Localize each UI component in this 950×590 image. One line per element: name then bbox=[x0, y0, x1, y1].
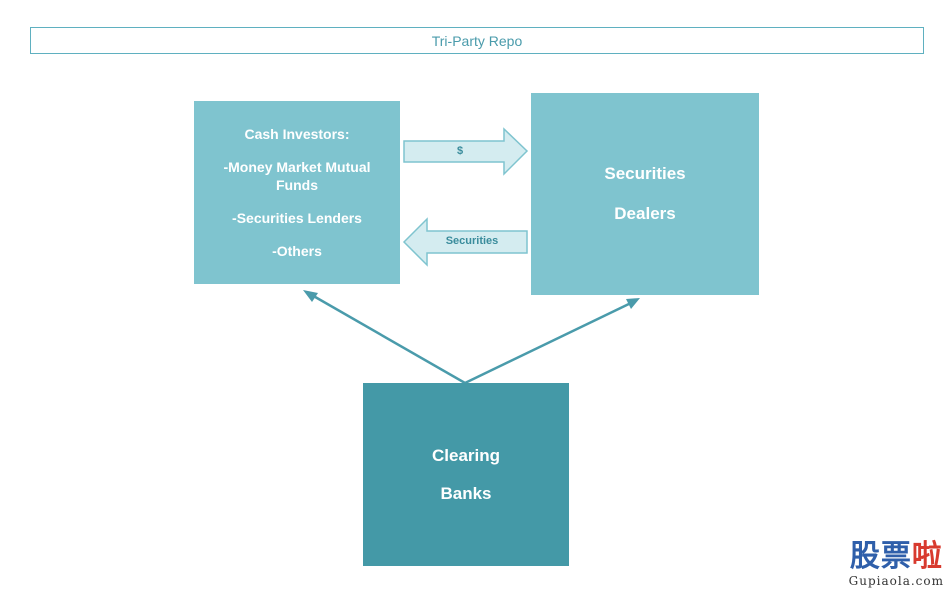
cash-flow-arrow bbox=[403, 127, 529, 176]
cash-investors-box: Cash Investors: -Money Market Mutual Fun… bbox=[194, 101, 400, 284]
clearing-banks-line2: Banks bbox=[440, 483, 492, 503]
cash-investors-item: -Securities Lenders bbox=[232, 210, 362, 226]
clearing-banks-line1: Clearing bbox=[431, 445, 501, 465]
banks-to-cash-arrowhead bbox=[303, 290, 318, 302]
cash-investors-item: -Others bbox=[272, 243, 322, 259]
banks-to-cash-line bbox=[309, 292, 466, 385]
securities-flow-arrow bbox=[402, 217, 528, 267]
watermark-chars-main: 股票 bbox=[849, 539, 912, 574]
watermark-chars: 股票啦 bbox=[849, 540, 944, 574]
securities-dealers-line1: Securities bbox=[604, 164, 686, 183]
watermark-logo: 股票啦 Gupiaola.com bbox=[848, 540, 944, 589]
diagram-title-box: Tri-Party Repo bbox=[30, 27, 924, 54]
watermark-url: Gupiaola.com bbox=[848, 574, 944, 588]
cash-investors-heading: Cash Investors: bbox=[244, 126, 350, 142]
securities-dealers-box: Securities Dealers bbox=[531, 93, 759, 295]
banks-to-dealers-line bbox=[464, 300, 634, 385]
watermark-chars-accent: 啦 bbox=[911, 539, 943, 574]
clearing-banks-box: Clearing Banks bbox=[363, 383, 569, 566]
diagram-title: Tri-Party Repo bbox=[431, 32, 523, 49]
cash-investors-item: -Money Market Mutual Funds bbox=[223, 159, 371, 193]
securities-dealers-line2: Dealers bbox=[614, 204, 676, 223]
banks-to-dealers-arrowhead bbox=[626, 298, 640, 309]
securities-flow-label: Securities bbox=[445, 235, 499, 247]
cash-flow-label: $ bbox=[456, 145, 464, 157]
